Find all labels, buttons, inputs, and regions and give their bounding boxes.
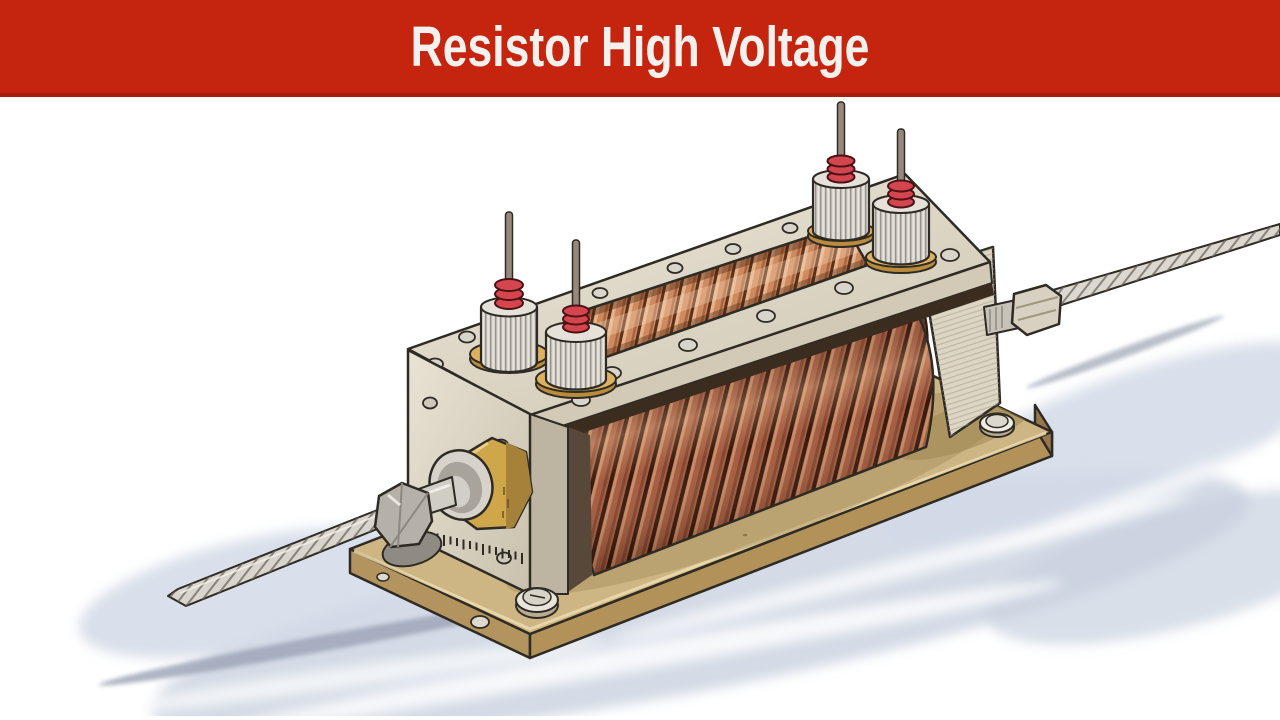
terminal-4 (865, 128, 937, 274)
hex-coupling (373, 481, 434, 549)
cable-shadows (98, 315, 1224, 686)
dome-screw (515, 587, 559, 619)
dome-screw (979, 412, 1015, 438)
terminal-cap (811, 177, 871, 242)
tiny-screw (376, 572, 390, 582)
right-cable (1045, 223, 1280, 310)
terminal-cap (479, 305, 539, 374)
title-banner: Resistor High Voltage (0, 0, 1280, 97)
insulator-rings (562, 304, 590, 334)
terminal-pin (571, 239, 581, 314)
banner-title: Resistor High Voltage (410, 14, 870, 79)
terminal-cap (871, 202, 931, 266)
right-fitting (983, 283, 1063, 337)
terminal-1 (469, 211, 549, 374)
insulator-rings (826, 154, 856, 184)
terminal-3 (807, 101, 875, 248)
illustration-stage (0, 97, 1280, 716)
resistor-illustration (78, 101, 1280, 716)
shaft-assembly (167, 436, 534, 607)
terminal-cap (544, 330, 608, 391)
insulator-rings (887, 179, 915, 209)
terminal-2 (535, 239, 617, 399)
background-wash (78, 341, 1280, 716)
left-cable (167, 502, 398, 607)
base-screws (376, 412, 1015, 629)
insulator-rings (494, 278, 524, 310)
fitting-hex-nut (1010, 283, 1063, 337)
frame-left-post (529, 413, 592, 595)
small-screw (470, 615, 490, 629)
